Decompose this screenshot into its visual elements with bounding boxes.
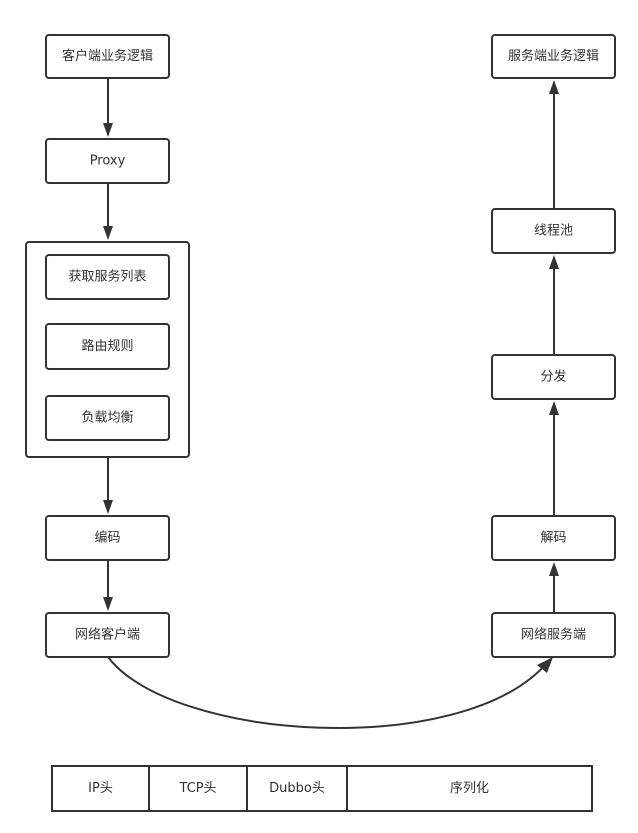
packet-serialization-label: 序列化 <box>450 781 489 796</box>
packet-cell-tcp-header: TCP头 <box>148 765 248 812</box>
edge-business-to-proxy <box>103 78 113 137</box>
node-routing-rules-label: 路由规则 <box>81 338 133 354</box>
cluster-group: 获取服务列表 路由规则 负载均衡 <box>25 241 190 458</box>
edge-group-to-encode <box>103 457 113 514</box>
node-decode: 解码 <box>491 515 616 561</box>
edge-encode-to-network-client <box>103 560 113 611</box>
edge-decode-to-dispatch <box>549 401 559 516</box>
node-decode-label: 解码 <box>540 531 566 546</box>
node-proxy: Proxy <box>45 138 170 184</box>
node-load-balance: 负载均衡 <box>45 395 170 441</box>
node-server-business-logic-label: 服务端业务逻辑 <box>508 48 599 64</box>
packet-structure: IP头 TCP头 Dubbo头 序列化 <box>51 765 593 812</box>
node-network-server-label: 网络服务端 <box>521 627 586 643</box>
packet-dubbo-header-label: Dubbo头 <box>269 781 325 796</box>
node-encode: 编码 <box>45 515 170 561</box>
node-network-client: 网络客户端 <box>45 612 170 658</box>
node-load-balance-label: 负载均衡 <box>81 411 133 426</box>
node-network-server: 网络服务端 <box>491 612 616 658</box>
packet-tcp-header-label: TCP头 <box>178 781 216 796</box>
edge-network-client-to-network-server <box>107 656 553 729</box>
node-client-business-logic: 客户端业务逻辑 <box>45 34 170 79</box>
node-encode-label: 编码 <box>94 531 120 546</box>
edge-dispatch-to-thread-pool <box>549 255 559 355</box>
edge-thread-pool-to-business-logic <box>549 80 559 209</box>
packet-ip-header-label: IP头 <box>88 781 113 796</box>
node-get-service-list-label: 获取服务列表 <box>68 269 146 285</box>
packet-cell-dubbo-header: Dubbo头 <box>246 765 348 812</box>
node-dispatch-label: 分发 <box>540 369 566 385</box>
node-server-business-logic: 服务端业务逻辑 <box>491 34 616 79</box>
node-dispatch: 分发 <box>491 354 616 400</box>
packet-cell-serialization: 序列化 <box>346 765 593 812</box>
packet-cell-ip-header: IP头 <box>51 765 150 812</box>
node-thread-pool: 线程池 <box>491 208 616 254</box>
node-routing-rules: 路由规则 <box>45 323 170 370</box>
node-proxy-label: Proxy <box>90 154 126 169</box>
node-client-business-logic-label: 客户端业务逻辑 <box>62 48 153 64</box>
edge-proxy-to-group <box>103 183 113 240</box>
edge-network-server-to-decode <box>549 562 559 613</box>
node-thread-pool-label: 线程池 <box>534 224 573 239</box>
node-get-service-list: 获取服务列表 <box>45 254 170 300</box>
node-network-client-label: 网络客户端 <box>75 627 140 643</box>
